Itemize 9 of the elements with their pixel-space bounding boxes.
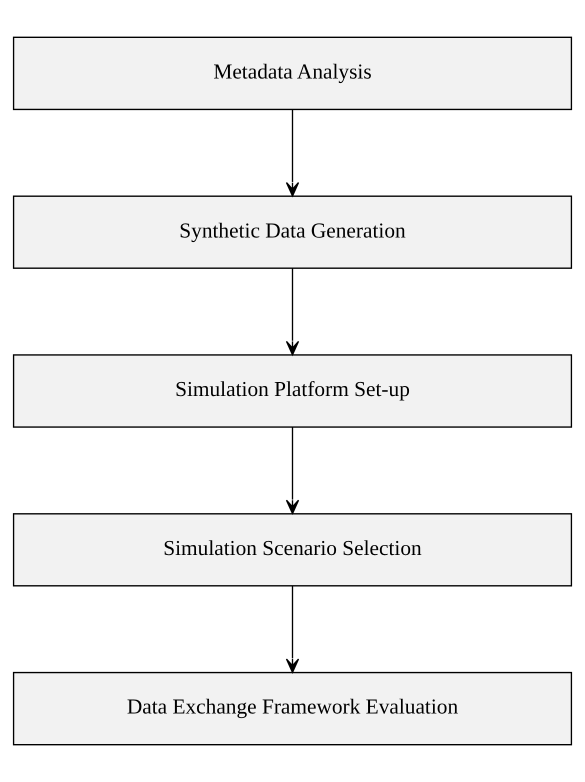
node-box: Synthetic Data Generation — [12, 195, 572, 269]
arrow — [286, 586, 300, 674]
arrow — [286, 110, 300, 197]
arrow — [286, 268, 300, 356]
node-box: Simulation Platform Set-up — [12, 354, 572, 428]
arrow — [286, 427, 300, 514]
node-box: Simulation Scenario Selection — [12, 513, 572, 587]
node-box: Metadata Analysis — [12, 36, 572, 110]
node-box: Data Exchange Framework Evaluation — [12, 672, 572, 746]
